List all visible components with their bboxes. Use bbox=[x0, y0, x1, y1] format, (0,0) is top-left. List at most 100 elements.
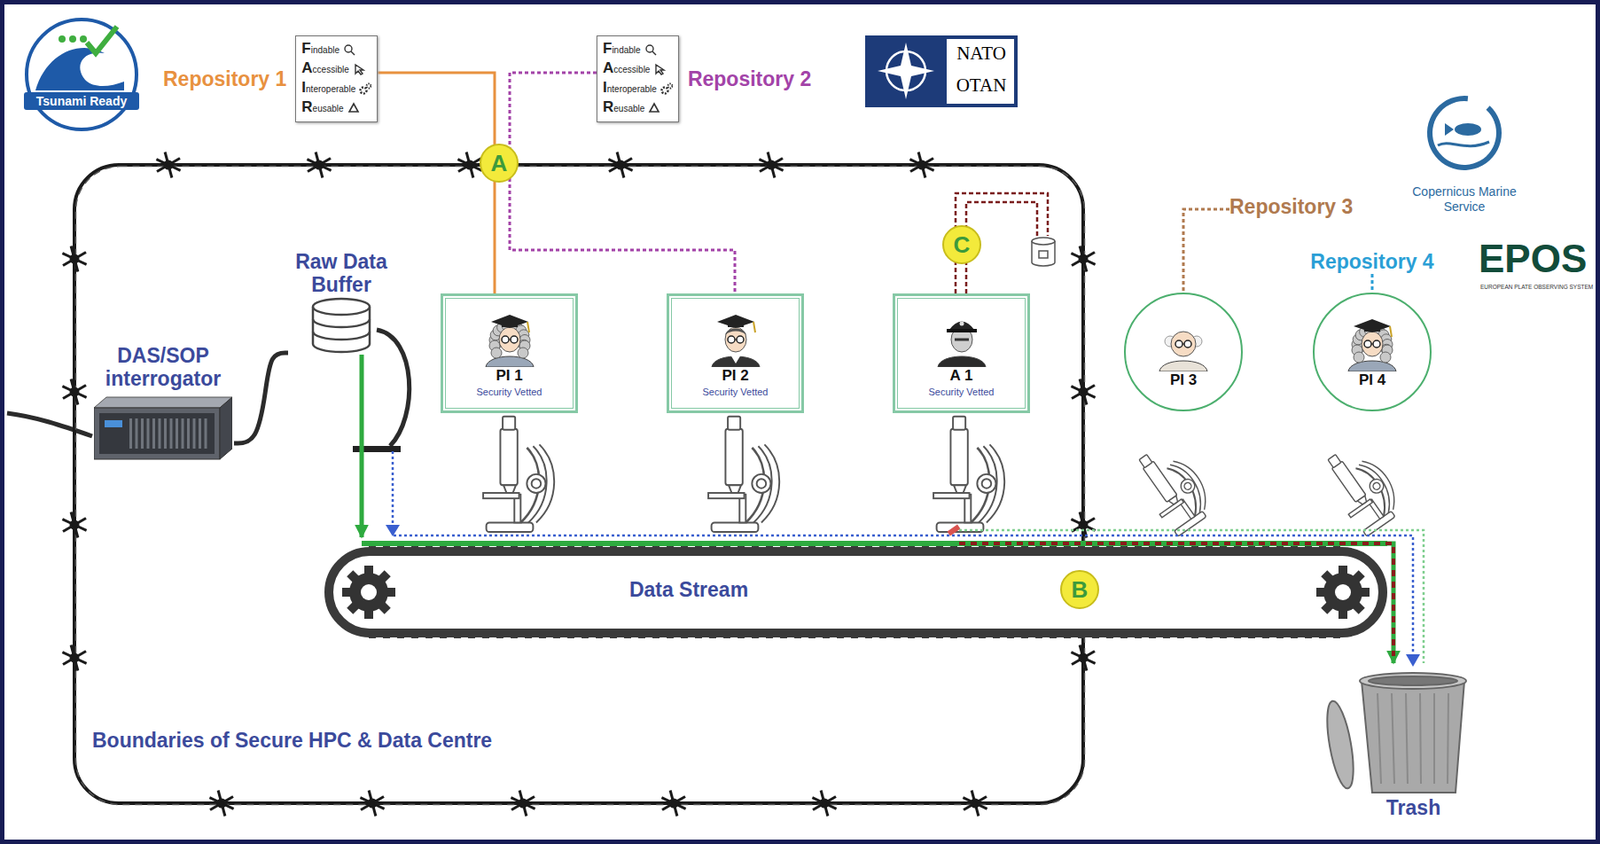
fair-icon bbox=[660, 82, 673, 95]
logo-text: NATO bbox=[950, 42, 1013, 65]
fair-panel: FindableAccessibleInteroperableReusable bbox=[295, 35, 378, 123]
person-circle: PI 4 bbox=[1312, 292, 1432, 412]
person-name: A 1 bbox=[950, 366, 974, 385]
fair-row: Interoperable bbox=[301, 78, 372, 99]
microscope bbox=[1127, 437, 1220, 539]
avatar-icon bbox=[476, 310, 543, 367]
logo-subtext: EUROPEAN PLATE OBSERVING SYSTEM bbox=[1480, 283, 1594, 291]
trash-label: Trash bbox=[1320, 796, 1469, 820]
interrogator-unit bbox=[93, 395, 233, 461]
label-holder: B bbox=[1060, 569, 1100, 609]
region-label: Boundaries of Secure HPC & Data Centre bbox=[92, 728, 492, 752]
microscope bbox=[708, 416, 780, 532]
repository-label: Repository 3 bbox=[1229, 195, 1353, 219]
fair-icon bbox=[653, 62, 666, 76]
fair-row: Reusable bbox=[301, 98, 372, 118]
fair-principle: Accessible bbox=[602, 58, 650, 80]
person-avatar bbox=[1159, 331, 1208, 372]
interrogator: DAS/SOP interrogator bbox=[92, 343, 235, 461]
label-holder: OTAN bbox=[950, 74, 1013, 97]
connector bbox=[234, 352, 289, 444]
microscope bbox=[483, 416, 555, 532]
person-box: PI 1Security Vetted bbox=[440, 293, 578, 414]
repository-label: Repository 1 bbox=[163, 67, 287, 92]
label-holder: NATO bbox=[950, 42, 1013, 65]
fair-icon bbox=[644, 43, 657, 56]
person-box: PI 2Security Vetted bbox=[666, 293, 804, 414]
stream-label: Data Stream bbox=[555, 577, 822, 601]
label-holder: A bbox=[479, 143, 519, 183]
callout-letter: C bbox=[942, 225, 982, 265]
tsunami-logo bbox=[26, 19, 137, 130]
repository-label: Repository 3 bbox=[1229, 195, 1353, 219]
buffer-label: Raw Data Buffer bbox=[288, 249, 395, 297]
device-label: DAS/SOP interrogator bbox=[92, 343, 235, 391]
avatar-icon bbox=[928, 310, 995, 367]
background-panel bbox=[4, 4, 1596, 840]
fair-row: Findable bbox=[602, 39, 673, 60]
repository-label: Repository 4 bbox=[1310, 249, 1434, 274]
label-holder: C bbox=[942, 225, 982, 265]
fair-principle: Findable bbox=[301, 39, 340, 61]
copernicus-logo bbox=[1427, 95, 1502, 171]
fair-icon bbox=[343, 43, 356, 56]
fair-icon bbox=[359, 82, 372, 95]
person-name: PI 2 bbox=[721, 366, 749, 385]
data-buffer: Raw Data Buffer bbox=[288, 249, 395, 355]
avatar-icon bbox=[1339, 314, 1405, 372]
secure-boundary: Boundaries of Secure HPC & Data Centre DA… bbox=[70, 161, 1087, 807]
repository-label: Repository 2 bbox=[687, 67, 812, 92]
marker-pen bbox=[947, 524, 961, 537]
connector bbox=[359, 354, 365, 538]
person-avatar bbox=[937, 320, 986, 367]
label-holder: EPOS bbox=[1478, 237, 1587, 281]
barbed-wire bbox=[70, 161, 1087, 807]
connector bbox=[377, 72, 495, 294]
vetting-status: Security Vetted bbox=[702, 386, 769, 398]
conveyor-belt: Data Stream bbox=[324, 537, 1388, 656]
microscope bbox=[1316, 437, 1409, 539]
fair-principle: Interoperable bbox=[301, 78, 356, 100]
logo-text: OTAN bbox=[950, 74, 1013, 97]
avatar-icon bbox=[1150, 314, 1217, 372]
person-avatar bbox=[711, 314, 760, 367]
person-circle: PI 3 bbox=[1123, 292, 1243, 412]
fair-principle: Reusable bbox=[301, 97, 344, 119]
logo-text: EPOS bbox=[1478, 237, 1587, 281]
fair-row: Findable bbox=[301, 39, 372, 60]
fair-principle: Reusable bbox=[602, 97, 645, 119]
fair-row: Interoperable bbox=[602, 78, 673, 99]
microscope bbox=[933, 416, 1005, 532]
fair-box: Repository 1 FindableAccessibleInteropera… bbox=[163, 35, 378, 123]
logo-text: Tsunami Ready bbox=[23, 92, 140, 110]
vetting-status: Security Vetted bbox=[928, 386, 995, 398]
fair-icon bbox=[352, 62, 366, 76]
fair-panel: FindableAccessibleInteroperableReusable bbox=[596, 35, 680, 123]
fair-row: Accessible bbox=[301, 59, 372, 79]
nato-logo bbox=[865, 35, 1018, 108]
avatar-icon bbox=[702, 310, 769, 367]
label-holder: EUROPEAN PLATE OBSERVING SYSTEM bbox=[1480, 283, 1594, 291]
connector bbox=[1371, 273, 1374, 293]
person-name: PI 1 bbox=[495, 366, 523, 385]
callout-letter: A bbox=[479, 143, 519, 183]
person-avatar bbox=[485, 314, 534, 367]
person-name: PI 3 bbox=[1170, 371, 1197, 390]
fair-icon bbox=[647, 101, 661, 115]
database-cylinder bbox=[305, 296, 377, 355]
fair-row: Accessible bbox=[602, 59, 673, 79]
fair-principle: Interoperable bbox=[602, 78, 657, 100]
fair-box: Repository 2 FindableAccessibleInteropera… bbox=[596, 35, 812, 123]
trash-can: Trash bbox=[1320, 663, 1469, 820]
callout-letter: B bbox=[1060, 569, 1100, 609]
logo-text: Copernicus Marine Service bbox=[1411, 184, 1518, 215]
label-holder: Tsunami Ready bbox=[23, 92, 140, 110]
vetting-status: Security Vetted bbox=[476, 386, 543, 398]
belt-drawing bbox=[324, 537, 1388, 656]
fair-principle: Accessible bbox=[301, 58, 349, 80]
database-icon bbox=[1031, 237, 1055, 266]
fair-row: Reusable bbox=[602, 98, 673, 118]
person-name: PI 4 bbox=[1358, 371, 1386, 390]
